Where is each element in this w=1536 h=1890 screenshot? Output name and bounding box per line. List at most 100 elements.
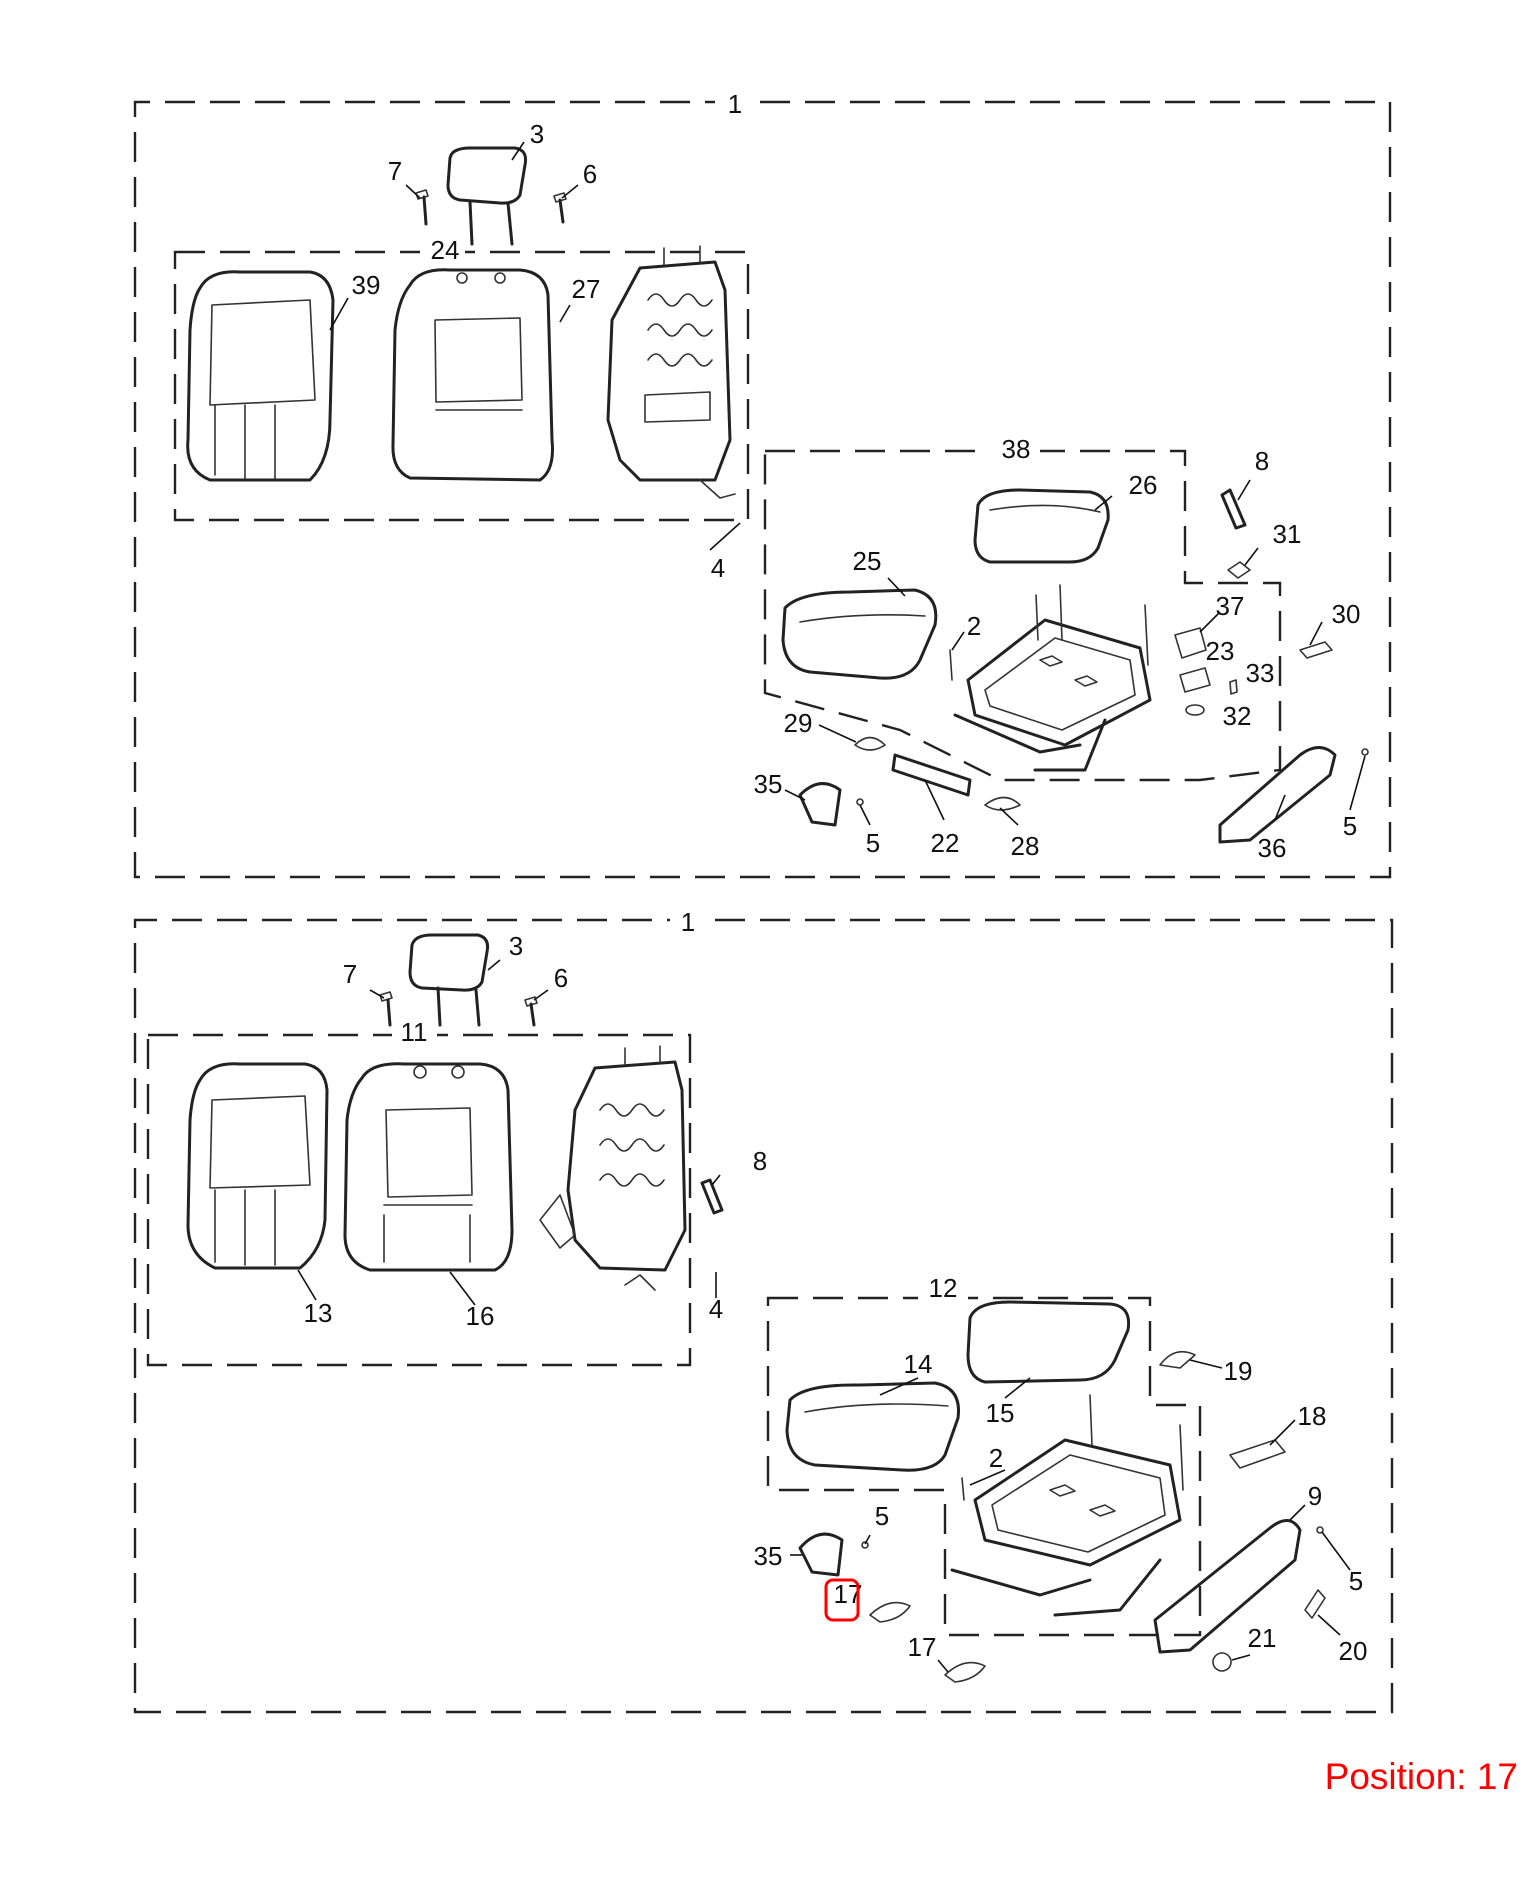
callout-22: 22 (931, 828, 960, 858)
grommet-part-32 (1185, 704, 1205, 716)
bracket-part-18 (1229, 1439, 1286, 1469)
backrest-group-frame-24 (173, 250, 750, 522)
callout-28: 28 (1011, 831, 1040, 861)
callout-5-lower-a: 5 (875, 1501, 889, 1531)
callout-32: 32 (1223, 701, 1252, 731)
headrest-part-3-lower (408, 933, 490, 1027)
leader-lines-lower (297, 959, 1351, 1673)
cushion-group-frame-38 (763, 449, 1282, 782)
cap-part-20 (1304, 1589, 1326, 1619)
clip-part-31 (1227, 561, 1251, 579)
callout-23: 23 (1206, 636, 1235, 666)
lower-seat-assembly: 1 3 7 6 11 8 13 16 4 12 14 19 15 18 2 9 … (133, 907, 1394, 1714)
bolt-part-2-lower (961, 1477, 965, 1501)
callout-1-upper: 1 (728, 89, 742, 119)
clip-part-33 (1229, 679, 1238, 695)
cover-part-35-lower (798, 1532, 844, 1577)
callout-39: 39 (352, 270, 381, 300)
callout-4-lower: 4 (709, 1294, 723, 1324)
clip-part-19 (1159, 1350, 1196, 1369)
cap-part-17-a (869, 1601, 911, 1623)
callout-33: 33 (1246, 658, 1275, 688)
cap-part-28 (984, 796, 1021, 811)
callout-4-upper: 4 (711, 553, 725, 583)
backrest-pad-part-27 (391, 268, 554, 482)
cushion-pad-part-26 (973, 488, 1110, 564)
bolt-part-6-lower (524, 996, 538, 1027)
callout-1-lower: 1 (681, 907, 695, 937)
bolt-part-6 (553, 192, 567, 224)
bolt-part-7 (415, 189, 429, 226)
callout-20: 20 (1339, 1636, 1368, 1666)
backrest-pad-part-16 (343, 1062, 514, 1272)
clip-part-30 (1299, 641, 1333, 659)
callout-2-upper: 2 (967, 611, 981, 641)
callout-8-upper: 8 (1255, 446, 1269, 476)
callout-25: 25 (853, 546, 882, 576)
screw-part-5b (1361, 748, 1369, 756)
bolt-part-2 (949, 649, 953, 681)
screw-part-5-lower-b (1316, 1526, 1324, 1534)
callout-35-upper: 35 (754, 769, 783, 799)
callout-13: 13 (304, 1298, 333, 1328)
module-part-37 (1174, 627, 1207, 659)
bolt-part-7-lower (379, 991, 393, 1027)
callout-24: 24 (431, 235, 460, 265)
callout-7-lower: 7 (343, 959, 357, 989)
upper-assembly-frame (133, 100, 1392, 879)
cushion-group-frame-12 (766, 1296, 1202, 1637)
callout-31: 31 (1273, 519, 1302, 549)
callout-8-lower: 8 (753, 1146, 767, 1176)
backrest-trim-part-13 (186, 1062, 329, 1270)
callout-7-upper: 7 (388, 156, 402, 186)
bracket-part-23 (1179, 667, 1211, 693)
position-label: Position: 17 (1324, 1756, 1518, 1797)
callout-29: 29 (784, 708, 813, 738)
callout-21: 21 (1248, 1623, 1277, 1653)
callout-11: 11 (401, 1017, 428, 1047)
screw-part-5-lower-a (861, 1541, 869, 1549)
side-shield-part-9 (1153, 1519, 1302, 1654)
backrest-trim-part-39 (186, 270, 335, 482)
callout-19: 19 (1224, 1356, 1253, 1386)
highlight-box-part-17 (824, 1578, 860, 1622)
cap-part-17-b (944, 1661, 986, 1683)
callout-6-upper: 6 (583, 159, 597, 189)
callout-2-lower: 2 (989, 1443, 1003, 1473)
leader-lines-upper (329, 141, 1366, 826)
callout-37: 37 (1216, 591, 1245, 621)
callout-5-upper-b: 5 (1343, 811, 1357, 841)
seat-frame (953, 584, 1152, 772)
callout-35-lower: 35 (754, 1541, 783, 1571)
callout-9: 9 (1308, 1481, 1322, 1511)
callout-6-lower: 6 (554, 963, 568, 993)
cap-part-29 (854, 736, 886, 751)
callout-36: 36 (1258, 833, 1287, 863)
lower-assembly-frame (133, 918, 1394, 1714)
callout-16: 16 (466, 1301, 495, 1331)
callout-38: 38 (1002, 434, 1031, 464)
knob-part-21 (1212, 1652, 1232, 1672)
callout-14: 14 (904, 1349, 933, 1379)
backrest-group-frame-11 (146, 1033, 692, 1367)
callout-5-upper-a: 5 (866, 828, 880, 858)
callout-15: 15 (986, 1398, 1015, 1428)
callout-5-lower-b: 5 (1349, 1566, 1363, 1596)
callout-12: 12 (929, 1273, 958, 1303)
upper-seat-assembly: 1 3 7 6 24 39 27 38 8 26 31 25 37 30 2 2… (133, 89, 1392, 879)
cushion-trim-part-25 (781, 588, 938, 680)
backrest-frame-lower (539, 1045, 687, 1291)
callout-3-upper: 3 (530, 119, 544, 149)
cushion-trim-part-14 (785, 1381, 961, 1472)
cushion-pad-part-15 (966, 1300, 1131, 1384)
headrest-part-3 (446, 146, 527, 246)
bolt-part-8 (1220, 488, 1247, 530)
callout-17: 17 (908, 1632, 937, 1662)
callout-3-lower: 3 (509, 931, 523, 961)
callout-26: 26 (1129, 470, 1158, 500)
callout-27: 27 (572, 274, 601, 304)
trim-part-22 (891, 753, 972, 797)
side-shield-part-36 (1218, 746, 1337, 844)
backrest-frame (606, 245, 736, 499)
